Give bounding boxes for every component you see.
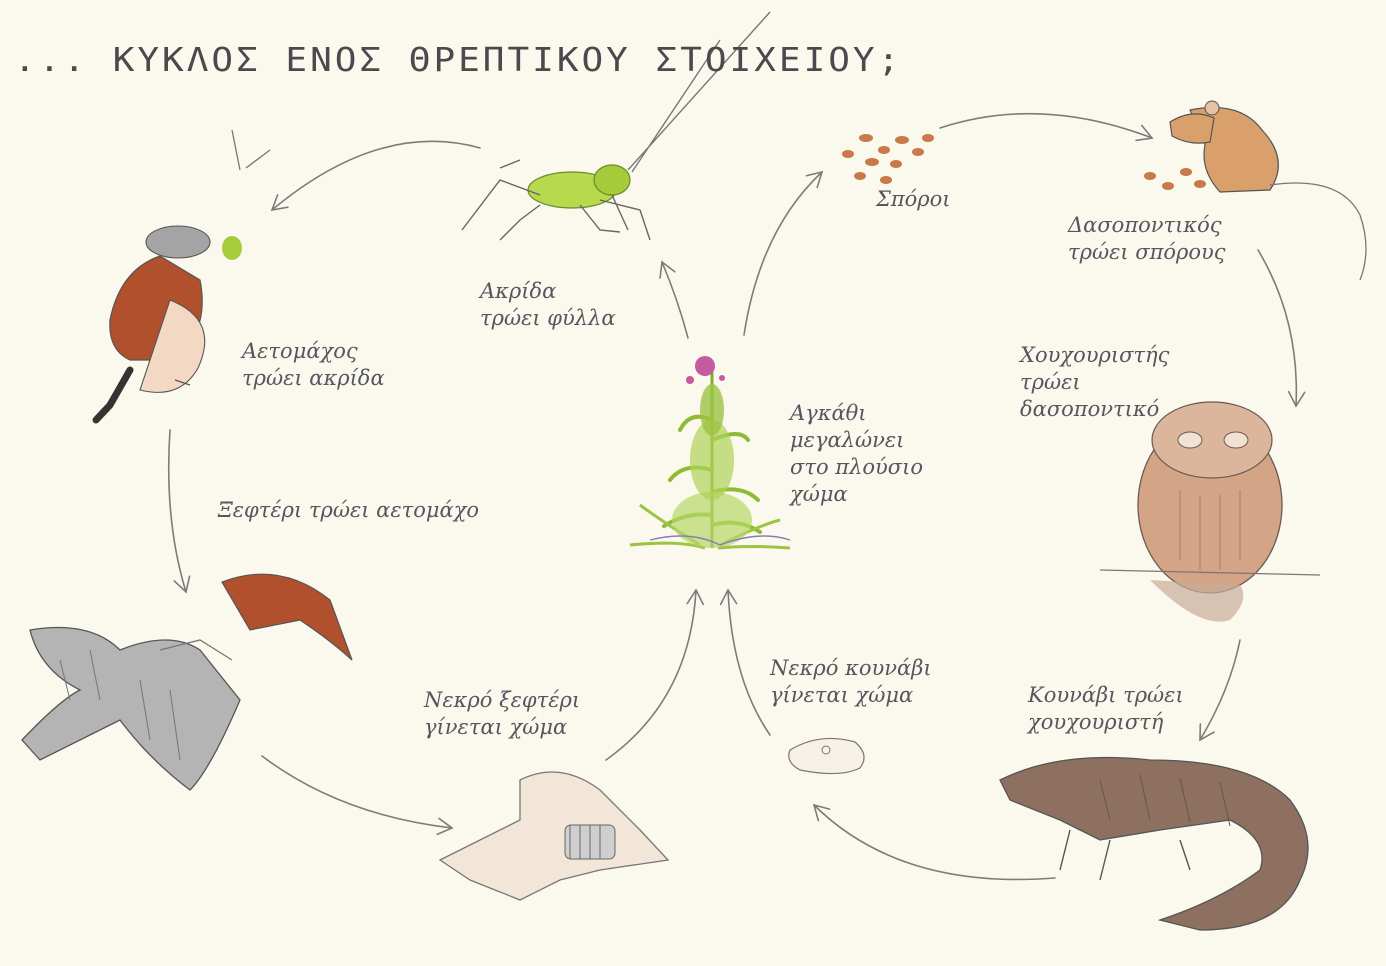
marten-illustration [1000,758,1308,931]
owl-label: Χουχουριστής τρώει δασοποντικό [1020,342,1169,423]
thistle-illustration [630,356,790,548]
arrow-grasshopper-to-shrike [272,141,480,210]
sparrowhawk-label: Ξεφτέρι τρώει αετομάχο [218,497,479,524]
mouse-label: Δασοποντικός τρώει σπόρους [1068,212,1226,266]
shrike-label: Αετομάχος τρώει ακρίδα [242,338,385,392]
arrow-owl-to-marten [1200,640,1240,740]
arrow-seeds-to-mouse [940,114,1152,138]
arrow-plant-to-grasshopper [662,262,688,338]
dead-hawk-label: Νεκρό ξεφτέρι γίνεται χώμα [424,687,580,741]
arrow-marten-to-dead-marten [814,805,1055,879]
dead-hawk-illustration [440,772,668,900]
diagram-title: ... ΚΥΚΛΟΣ ΕΝΟΣ ΘΡΕΠΤΙΚΟΥ ΣΤΟΙΧΕΙΟΥ; [14,42,902,79]
arrow-dead-marten-to-plant [728,590,770,735]
thistle-label: Αγκάθι μεγαλώνει στο πλούσιο χώμα [790,400,923,508]
arrow-plant-to-seeds [744,172,822,335]
seeds-illustration [842,134,1206,190]
dead-marten-label: Νεκρό κουνάβι γίνεται χώμα [770,655,932,709]
arrow-mouse-to-owl [1258,250,1296,406]
arrow-hawk-to-carcass [262,756,452,828]
seeds-label: Σπόροι [876,186,951,213]
owl-illustration [1100,402,1320,622]
arrow-carcass-to-plant [606,590,696,760]
marten-label: Κουνάβι τρώει χουχουριστή [1028,682,1184,736]
grasshopper-label: Ακρίδα τρώει φύλλα [480,278,616,332]
dead-marten-illustration [789,738,864,773]
sparrowhawk-illustration [22,574,352,790]
arrow-shrike-to-hawk [169,430,186,592]
